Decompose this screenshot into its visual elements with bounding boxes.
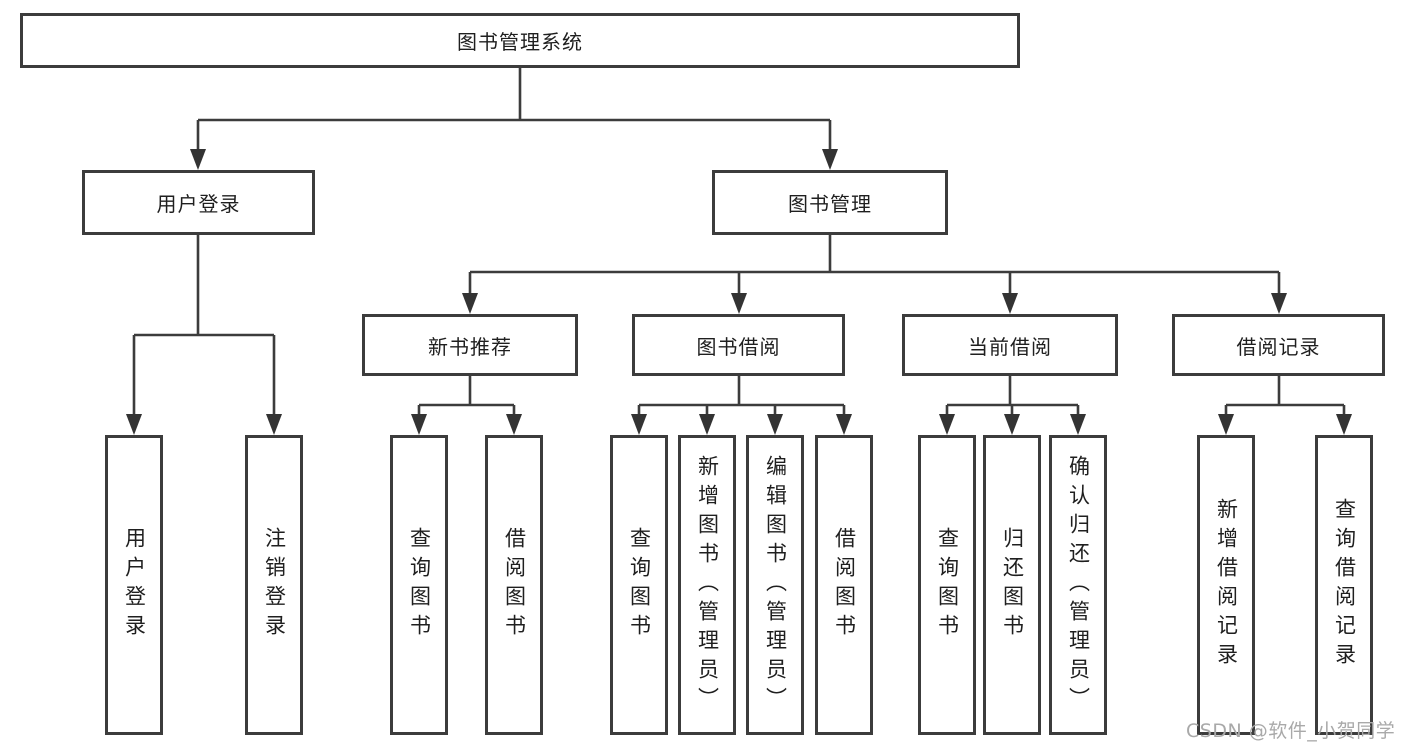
leaf-logout-login: 注销登录 xyxy=(245,435,303,735)
node-borrow-record: 借阅记录 xyxy=(1172,314,1385,376)
leaf-borrow-borrow-book-label: 借阅图书 xyxy=(832,527,857,643)
leaf-borrow-query-book: 查询图书 xyxy=(610,435,668,735)
leaf-record-add-record: 新增借阅记录 xyxy=(1197,435,1255,735)
leaf-logout-login-label: 注销登录 xyxy=(262,527,287,643)
leaf-current-return-book-label: 归还图书 xyxy=(1000,527,1025,643)
leaf-user-login-label: 用户登录 xyxy=(122,527,147,643)
leaf-recommend-borrow-book-label: 借阅图书 xyxy=(502,527,527,643)
leaf-current-query-book: 查询图书 xyxy=(918,435,976,735)
node-book-management: 图书管理 xyxy=(712,170,948,235)
leaf-borrow-query-book-label: 查询图书 xyxy=(627,527,652,643)
leaf-current-return-book: 归还图书 xyxy=(983,435,1041,735)
node-user-login: 用户登录 xyxy=(82,170,315,235)
watermark: CSDN @软件_小贺同学 xyxy=(1186,720,1396,742)
leaf-borrow-edit-book: 编辑图书（管理员） xyxy=(746,435,804,735)
leaf-borrow-edit-book-label: 编辑图书（管理员） xyxy=(763,454,788,716)
leaf-recommend-query-book: 查询图书 xyxy=(390,435,448,735)
leaf-record-query-record: 查询借阅记录 xyxy=(1315,435,1373,735)
node-current-borrow: 当前借阅 xyxy=(902,314,1118,376)
node-book-borrow-label: 图书借阅 xyxy=(696,334,781,359)
node-book-management-label: 图书管理 xyxy=(788,192,872,216)
node-new-book-recommend: 新书推荐 xyxy=(362,314,578,376)
leaf-current-confirm-return: 确认归还（管理员） xyxy=(1049,435,1107,735)
node-user-login-label: 用户登录 xyxy=(156,192,241,216)
leaf-current-query-book-label: 查询图书 xyxy=(935,527,960,643)
leaf-recommend-borrow-book: 借阅图书 xyxy=(485,435,543,735)
leaf-borrow-borrow-book: 借阅图书 xyxy=(815,435,873,735)
node-root-label: 图书管理系统 xyxy=(457,30,583,54)
leaf-borrow-add-book-label: 新增图书（管理员） xyxy=(695,454,720,716)
leaf-user-login: 用户登录 xyxy=(105,435,163,735)
node-borrow-record-label: 借阅记录 xyxy=(1236,334,1321,359)
leaf-record-query-record-label: 查询借阅记录 xyxy=(1332,498,1357,672)
node-new-book-recommend-label: 新书推荐 xyxy=(428,334,512,359)
node-root: 图书管理系统 xyxy=(20,13,1020,68)
leaf-recommend-query-book-label: 查询图书 xyxy=(407,527,432,643)
leaf-record-add-record-label: 新增借阅记录 xyxy=(1214,498,1239,672)
node-current-borrow-label: 当前借阅 xyxy=(968,334,1052,359)
node-book-borrow: 图书借阅 xyxy=(632,314,845,376)
leaf-borrow-add-book: 新增图书（管理员） xyxy=(678,435,736,735)
leaf-current-confirm-return-label: 确认归还（管理员） xyxy=(1066,454,1091,716)
